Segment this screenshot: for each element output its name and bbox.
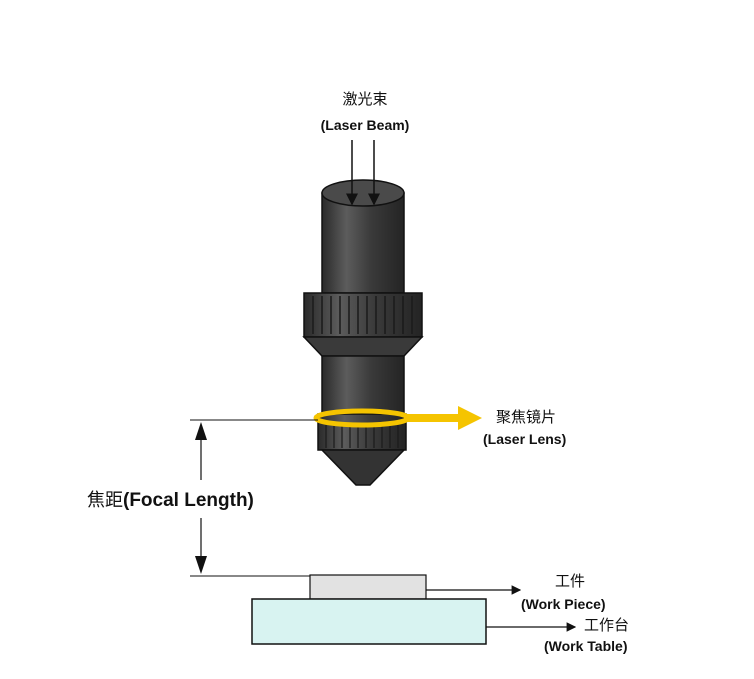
work-table — [251, 598, 487, 645]
laser-beam-label-cn: 激光束 — [342, 90, 387, 108]
nozzle-top-opening — [321, 179, 405, 207]
nozzle-tip — [320, 449, 406, 486]
work-piece — [309, 574, 427, 600]
work-table-label-en: (Work Table) — [544, 638, 628, 654]
laser-lens-label-en: (Laser Lens) — [483, 431, 566, 447]
lens-housing — [317, 413, 407, 451]
work-piece-label-en: (Work Piece) — [521, 596, 606, 612]
laser-beam-label-en: (Laser Beam) — [321, 117, 410, 133]
focal-length-dimension — [190, 419, 318, 577]
lens-pointer-arrow — [404, 406, 482, 430]
work-table-label-cn: 工作台 — [584, 616, 629, 634]
laser-lens-label-cn: 聚焦镜片 — [496, 408, 556, 426]
laser-nozzle — [302, 179, 424, 486]
focal-length-label-cn: 焦距 — [87, 490, 123, 511]
focal-length-label: 焦距(Focal Length) — [87, 490, 254, 511]
work-piece-label-cn: 工件 — [555, 572, 585, 590]
focal-length-label-en: (Focal Length) — [123, 490, 254, 511]
